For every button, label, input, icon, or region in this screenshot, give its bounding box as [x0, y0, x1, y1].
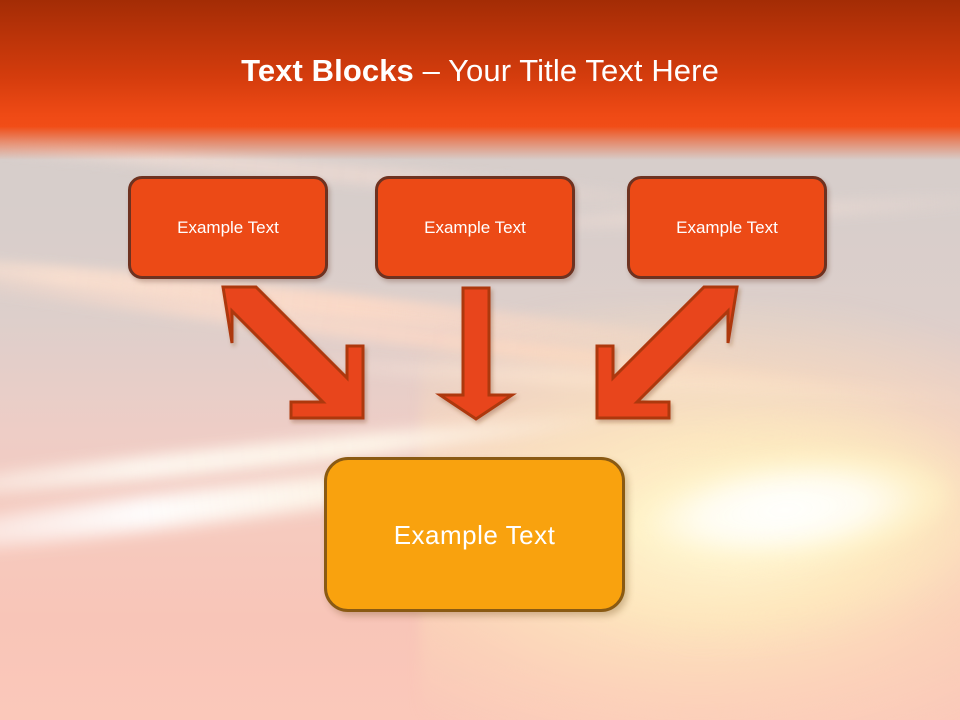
text-block-top-1-label: Example Text: [177, 217, 279, 237]
text-block-top-2-label: Example Text: [424, 217, 526, 237]
text-block-top-3[interactable]: Example Text: [627, 176, 827, 279]
text-block-top-1[interactable]: Example Text: [128, 176, 328, 279]
text-block-top-3-label: Example Text: [676, 217, 778, 237]
page-title-regular: – Your Title Text Here: [422, 53, 719, 88]
text-block-top-2[interactable]: Example Text: [375, 176, 575, 279]
header-band: [0, 0, 960, 160]
text-block-bottom[interactable]: Example Text: [324, 457, 625, 612]
text-block-bottom-label: Example Text: [393, 519, 556, 550]
page-title: Text Blocks – Your Title Text Here: [0, 51, 960, 91]
page-title-bold: Text Blocks: [241, 53, 423, 88]
